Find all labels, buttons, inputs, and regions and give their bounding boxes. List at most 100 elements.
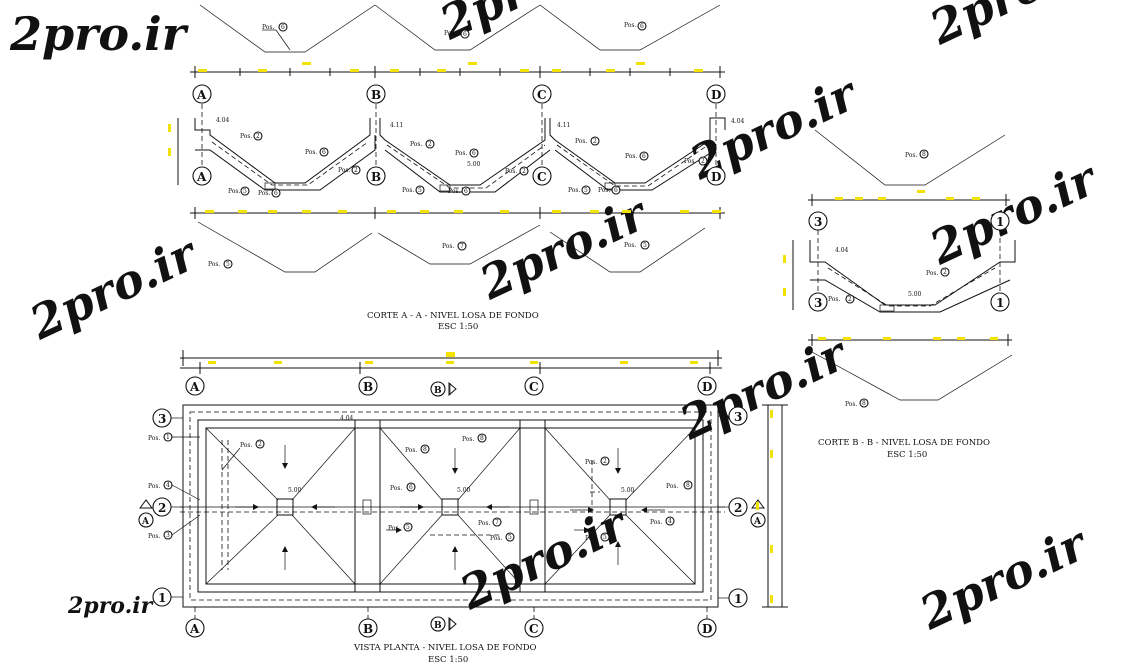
pos-number: 6 bbox=[464, 188, 468, 195]
pos-label: Pos. bbox=[148, 435, 160, 442]
pos-label: Pos. bbox=[598, 187, 610, 194]
level-label: 4.04 bbox=[835, 247, 849, 254]
pos-number: 2 bbox=[593, 138, 597, 145]
site-logo: 2pro.ir bbox=[67, 593, 154, 619]
level-label: 4.04 bbox=[340, 415, 354, 422]
section-a-title: CORTE A - A - NIVEL LOSA DE FONDO bbox=[367, 311, 539, 321]
grid-label: B bbox=[371, 170, 381, 184]
pos-label: Pos. bbox=[228, 188, 240, 195]
section-marker-label: B bbox=[434, 386, 442, 396]
pos-label: Pos. bbox=[262, 24, 274, 31]
pos-label: Pos. bbox=[148, 533, 160, 540]
pos-number: 2 bbox=[943, 269, 947, 276]
grid-label: D bbox=[702, 380, 712, 394]
pos-number: 5 bbox=[508, 534, 512, 541]
rebar-shape bbox=[199, 4, 376, 53]
pos-number: 6 bbox=[322, 149, 326, 156]
pos-number: 2 bbox=[848, 296, 852, 303]
pos-number: 6 bbox=[274, 190, 278, 197]
section-marker-label: A bbox=[141, 517, 150, 527]
rebar-shape bbox=[539, 4, 721, 51]
watermark: 2pro.ir bbox=[921, 150, 1108, 275]
section-a-drawing: Pos. 6 Pos. 6 Pos. 6 A bbox=[168, 4, 745, 332]
section-marker-b bbox=[430, 381, 446, 397]
level-label: 4.11 bbox=[557, 122, 570, 129]
pos-number: 4 bbox=[668, 518, 672, 525]
grid-bubble-c bbox=[524, 376, 544, 396]
pos-number: 2 bbox=[428, 141, 432, 148]
pos-label: Pos. bbox=[505, 168, 517, 175]
grid-bubble-a bbox=[192, 84, 212, 104]
pos-number: 6 bbox=[281, 24, 285, 31]
pos-number: 5 bbox=[584, 187, 588, 194]
level-label: 5.00 bbox=[288, 487, 302, 494]
grid-bubble-d bbox=[697, 376, 717, 396]
grid-bubble-a bbox=[192, 166, 212, 186]
pos-label: Pos. bbox=[442, 243, 454, 250]
pos-label: Pos. bbox=[585, 535, 597, 542]
pos-number: 2 bbox=[354, 167, 358, 174]
level-label: 5.00 bbox=[467, 161, 481, 168]
pos-label: Pos. bbox=[240, 133, 252, 140]
grid-bubble-1 bbox=[990, 292, 1010, 312]
pos-label: Pos. bbox=[624, 22, 636, 29]
pos-label: Pos. bbox=[625, 153, 637, 160]
grid-label: 1 bbox=[996, 215, 1004, 229]
pos-number: 7 bbox=[460, 243, 464, 250]
pos-label: Pos. bbox=[585, 459, 597, 466]
pos-number: 2 bbox=[701, 158, 705, 165]
plan-view-drawing: A B C D B 5.00 5.00 bbox=[138, 350, 788, 665]
pos-number: 2 bbox=[256, 133, 260, 140]
grid-label: A bbox=[196, 170, 207, 184]
pos-number: 8 bbox=[862, 400, 866, 407]
dimension-labels bbox=[198, 62, 703, 72]
pos-label: Pos. bbox=[568, 187, 580, 194]
grid-label: 2 bbox=[734, 501, 742, 515]
pos-label: Pos. bbox=[462, 436, 474, 443]
grid-bubble-3 bbox=[808, 292, 828, 312]
watermark-layer: 2pro.ir 2pro.ir 2pro.ir 2pro.ir 2pro.ir … bbox=[9, 0, 1108, 640]
level-label: 5.00 bbox=[457, 487, 471, 494]
pos-number: 5 bbox=[226, 261, 230, 268]
grid-bubble-d bbox=[706, 84, 726, 104]
pos-label: Pos. bbox=[666, 483, 678, 490]
grid-bubble-b bbox=[366, 84, 386, 104]
pos-label: Pos. bbox=[390, 485, 402, 492]
grid-bubble-a bbox=[185, 376, 205, 396]
grid-bubble-b bbox=[366, 166, 386, 186]
grid-label: A bbox=[196, 88, 207, 102]
grid-label: D bbox=[711, 170, 721, 184]
pos-label: Pos. bbox=[490, 535, 502, 542]
section-b-scale: ESC 1:50 bbox=[887, 450, 927, 460]
grid-label: D bbox=[702, 622, 712, 636]
grid-label: 3 bbox=[158, 412, 166, 426]
grid-label: A bbox=[189, 380, 200, 394]
pos-label: Pos. bbox=[402, 187, 414, 194]
pos-label: Pos. bbox=[338, 167, 350, 174]
pos-label: Pos. bbox=[624, 242, 636, 249]
pos-label: Pos. bbox=[410, 141, 422, 148]
pos-number: 6 bbox=[614, 187, 618, 194]
grid-label: C bbox=[529, 622, 539, 636]
pos-label: Pos. bbox=[388, 525, 400, 532]
section-a-scale: ESC 1:50 bbox=[438, 322, 478, 332]
grid-label: A bbox=[189, 622, 200, 636]
pos-label: Pos. bbox=[240, 442, 252, 449]
pos-label: Pos. bbox=[575, 138, 587, 145]
pos-number: 5 bbox=[643, 242, 647, 249]
pos-number: 6 bbox=[472, 150, 476, 157]
section-b-title: CORTE B - B - NIVEL LOSA DE FONDO bbox=[818, 438, 990, 448]
pos-label: Pos. bbox=[305, 149, 317, 156]
pos-number: 2 bbox=[522, 168, 526, 175]
grid-label: C bbox=[537, 170, 547, 184]
pos-label: Pos. bbox=[650, 519, 662, 526]
pos-number: 1 bbox=[166, 434, 170, 441]
pos-number: 5 bbox=[406, 524, 410, 531]
pos-label: Pos. bbox=[405, 447, 417, 454]
grid-label: B bbox=[371, 88, 381, 102]
pos-number: 5 bbox=[418, 187, 422, 194]
pos-number: 6 bbox=[640, 23, 644, 30]
grid-label: C bbox=[529, 380, 539, 394]
pos-label: Pos. bbox=[444, 30, 456, 37]
